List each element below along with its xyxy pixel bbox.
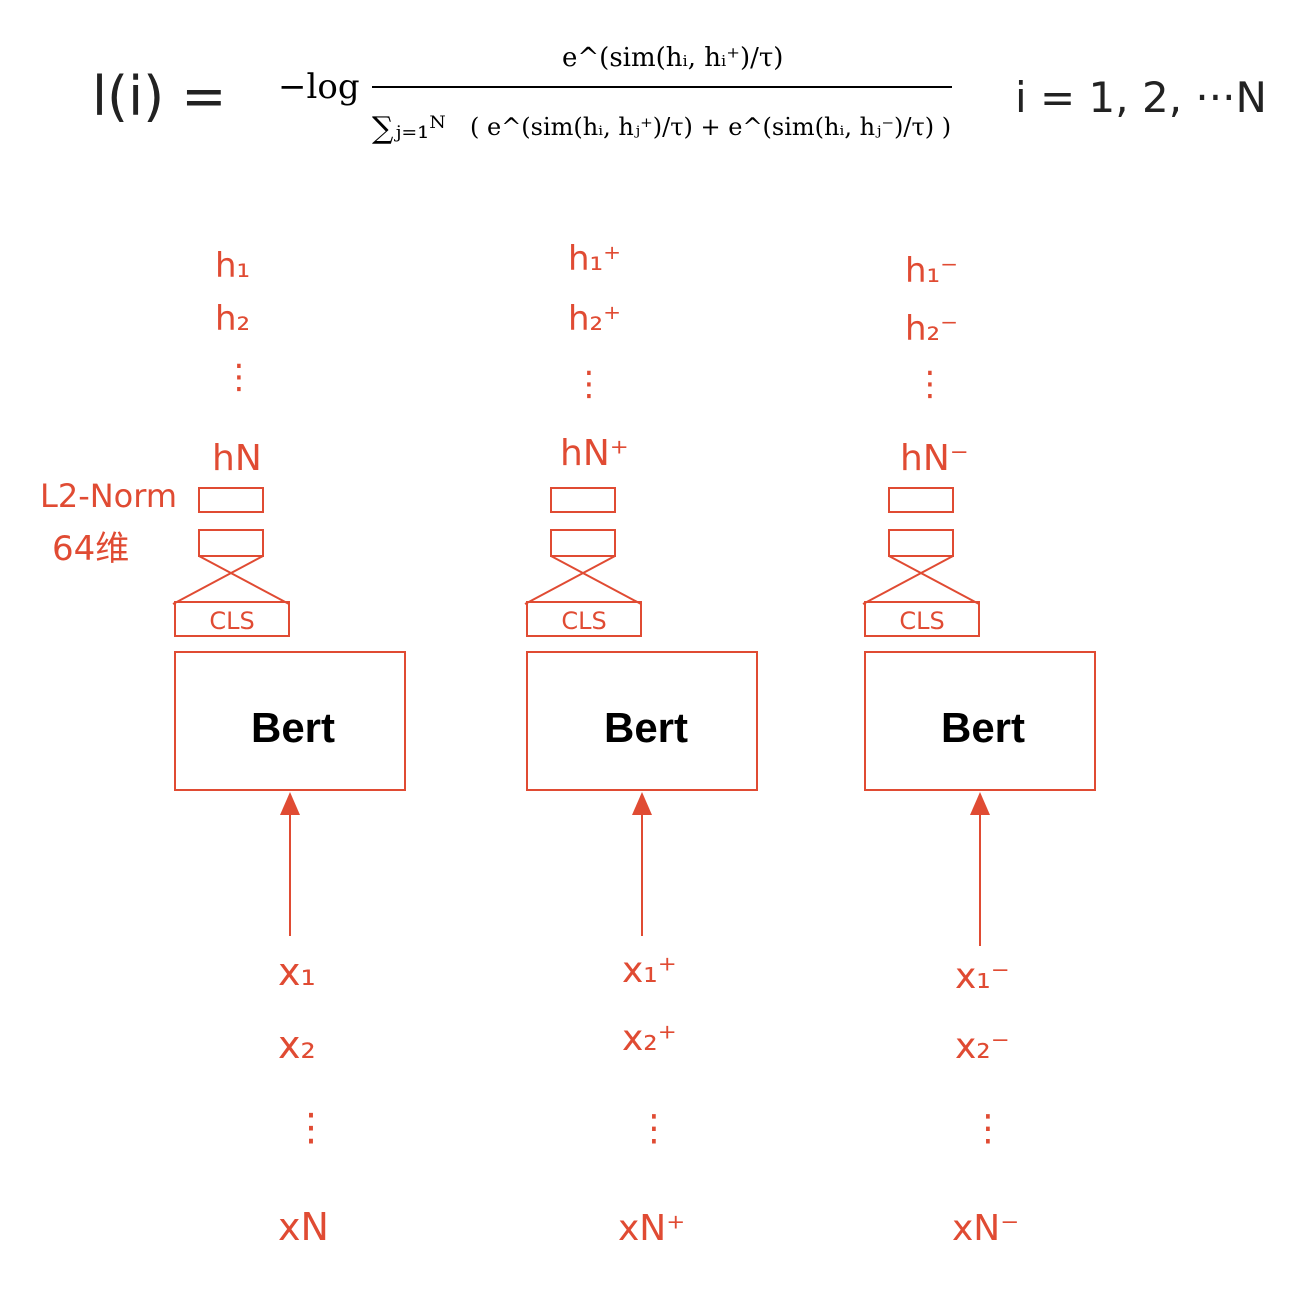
input-x2-neg: x₂⁻ <box>955 1026 1010 1067</box>
dimension-label: 64维 <box>52 529 129 569</box>
cls-box <box>526 601 642 637</box>
output-h2: h₂ <box>215 299 250 339</box>
output-ellipsis: ⋮ <box>222 357 256 397</box>
formula-lhs: l(i) = <box>92 65 227 128</box>
formula-neg-log: −log <box>278 67 360 107</box>
bert-label: Bert <box>604 704 688 751</box>
formula-denominator-body: ( e^(sim(hᵢ, hⱼ⁺)/τ) + e^(sim(hᵢ, hⱼ⁻)/τ… <box>470 113 951 141</box>
input-arrow-head <box>280 792 300 815</box>
l2-norm-label: L2-Norm <box>40 477 177 515</box>
formula-denominator-sum: ∑ⱼ₌₁ᴺ <box>372 111 446 146</box>
output-h1: h₁ <box>215 246 250 286</box>
projection-layer <box>550 529 616 557</box>
input-ellipsis-pos: ⋮ <box>636 1108 672 1149</box>
cls-label: CLS <box>561 607 606 635</box>
projection-layer <box>198 529 264 557</box>
output-ellipsis-pos: ⋮ <box>572 364 606 404</box>
input-ellipsis: ⋮ <box>292 1105 330 1149</box>
output-hN-neg: hN⁻ <box>900 438 969 479</box>
output-hN-pos: hN⁺ <box>560 433 629 474</box>
cross-connection <box>172 555 290 605</box>
cls-label: CLS <box>209 607 254 635</box>
l2-norm-layer <box>888 487 954 513</box>
bert-box <box>526 651 758 791</box>
bert-label: Bert <box>941 704 1025 751</box>
encoder-column-anchor: h₁ h₂ ⋮ hN CLS Bert x₁ x₂ ⋮ xN <box>172 246 406 1249</box>
formula-numerator: e^(sim(hᵢ, hᵢ⁺)/τ) <box>562 43 783 73</box>
cross-connection <box>524 555 642 605</box>
formula-range: i = 1, 2, ···N <box>1015 73 1267 122</box>
bert-label: Bert <box>251 704 335 751</box>
input-ellipsis-neg: ⋮ <box>970 1108 1006 1149</box>
cls-box <box>174 601 290 637</box>
l2-norm-layer <box>198 487 264 513</box>
input-arrow-head <box>632 792 652 815</box>
input-xN-neg: xN⁻ <box>952 1208 1019 1249</box>
output-hN: hN <box>212 438 262 479</box>
input-x2-pos: x₂⁺ <box>622 1018 677 1059</box>
input-x2: x₂ <box>278 1023 316 1067</box>
loss-formula: l(i) = −log e^(sim(hᵢ, hᵢ⁺)/τ) ∑ⱼ₌₁ᴺ ( e… <box>92 43 1267 146</box>
encoder-column-positive: h₁⁺ h₂⁺ ⋮ hN⁺ CLS Bert x₁⁺ x₂⁺ ⋮ xN⁺ <box>524 239 758 1249</box>
bert-box <box>174 651 406 791</box>
input-arrow-head <box>970 792 990 815</box>
input-x1: x₁ <box>278 950 316 994</box>
output-h2-pos: h₂⁺ <box>568 299 621 339</box>
input-xN-pos: xN⁺ <box>618 1208 685 1249</box>
output-ellipsis-neg: ⋮ <box>913 364 947 404</box>
output-h1-neg: h₁⁻ <box>905 251 958 291</box>
output-h1-pos: h₁⁺ <box>568 239 621 279</box>
encoder-column-negative: h₁⁻ h₂⁻ ⋮ hN⁻ CLS Bert x₁⁻ x₂⁻ ⋮ xN⁻ <box>862 251 1096 1249</box>
output-h2-neg: h₂⁻ <box>905 309 958 349</box>
l2-norm-layer <box>550 487 616 513</box>
cls-label: CLS <box>899 607 944 635</box>
input-x1-neg: x₁⁻ <box>955 956 1010 997</box>
bert-box <box>864 651 1096 791</box>
projection-layer <box>888 529 954 557</box>
cross-connection <box>862 555 980 605</box>
cls-box <box>864 601 980 637</box>
input-x1-pos: x₁⁺ <box>622 950 677 991</box>
input-xN: xN <box>278 1205 329 1249</box>
